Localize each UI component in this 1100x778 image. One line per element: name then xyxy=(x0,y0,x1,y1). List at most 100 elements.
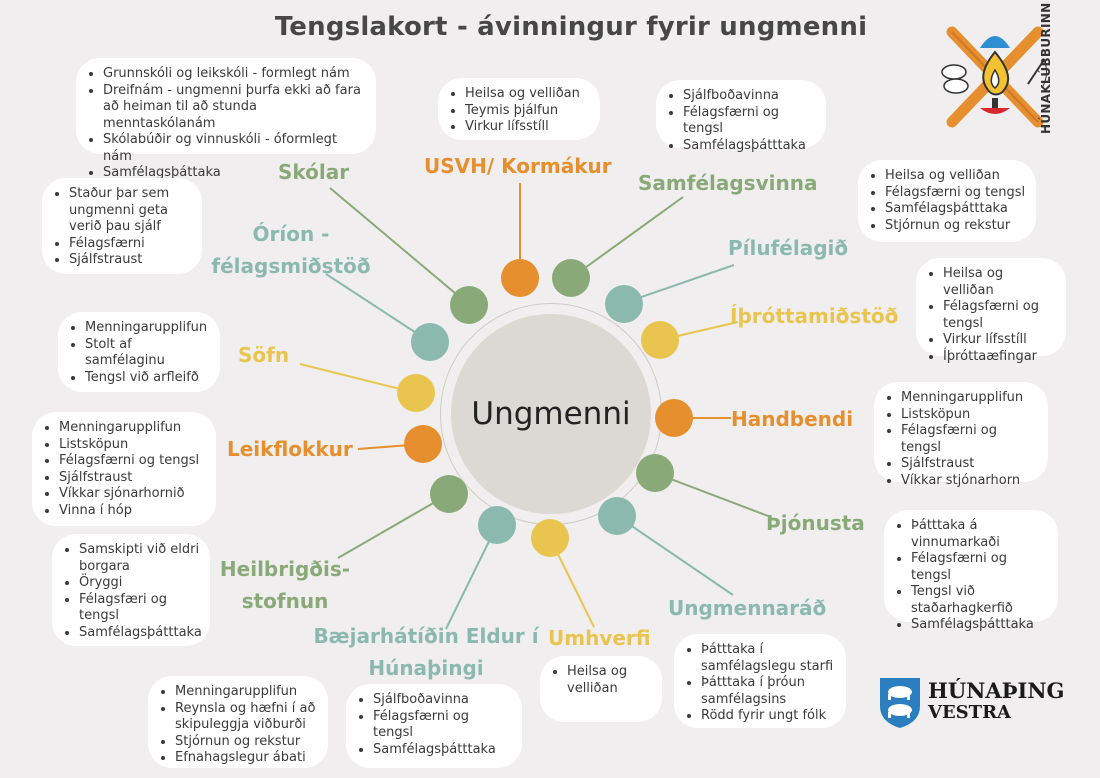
benefit-item: Rödd fyrir ungt fólk xyxy=(701,708,836,725)
benefit-item: Dreifnám - ungmenni þurfa ekki að fara a… xyxy=(103,83,366,133)
club-logo xyxy=(941,26,1048,128)
benefit-item: Félagsfærni og tengsl xyxy=(943,299,1056,332)
node-dot-leikflokkur xyxy=(404,425,442,463)
node-dot-skolar xyxy=(450,286,488,324)
benefits-box-usvh: Heilsa og velliðan Teymis þjálfun Virkur… xyxy=(438,78,600,140)
benefit-item: Þátttaka í þróun samfélagsins xyxy=(701,675,836,708)
node-label-orion: Óríon - félagsmiðstöð xyxy=(211,222,371,278)
benefits-box-pilufelagid: Heilsa og velliðan Félagsfærni og tengsl… xyxy=(858,160,1036,242)
benefit-item: Samfélagsþátttaka xyxy=(885,201,1026,218)
node-dot-orion xyxy=(411,323,449,361)
municipality-name-line1: HÚNAÞING xyxy=(928,678,1065,703)
benefit-item: Virkur lífsstíll xyxy=(465,119,590,136)
benefit-item: Sjálfboðavinna xyxy=(373,692,512,709)
node-label-sofn: Söfn xyxy=(238,343,290,367)
node-label-thjonusta: Þjónusta xyxy=(766,511,865,535)
benefits-box-orion: Staður þar sem ungmenni geta verið þau s… xyxy=(42,178,202,274)
benefit-item: Samfélagsþátttaka xyxy=(79,625,202,642)
node-dot-samfelagsvinna xyxy=(552,259,590,297)
benefit-item: Listsköpun xyxy=(901,407,1038,424)
benefit-item: Stolt af samfélaginu xyxy=(85,337,210,370)
benefit-item: Tengsl við staðarhagkerfið xyxy=(911,584,1048,617)
node-label-heilbrigdisstofnun: Heilbrigðis-stofnun xyxy=(219,557,351,613)
node-dot-baejarhatidin xyxy=(478,506,516,544)
node-dot-usvh xyxy=(501,259,539,297)
benefit-item: Þátttaka á vinnumarkaði xyxy=(911,518,1048,551)
benefit-item: Stjórnun og rekstur xyxy=(885,218,1026,235)
benefit-item: Skólabúðir og vinnuskóli - óformlegt nám xyxy=(103,132,366,165)
connector-skolar xyxy=(329,187,469,305)
benefit-item: Menningarupplifun xyxy=(175,684,318,701)
node-label-umhverfi: Umhverfi xyxy=(548,626,651,650)
benefit-item: Félagsfærni og tengsl xyxy=(885,185,1026,202)
connector-pilufelagid xyxy=(623,264,735,304)
benefit-item: Heilsa og velliðan xyxy=(567,664,652,697)
node-dot-handbendi xyxy=(655,399,693,437)
benefits-box-samfelagsvinna: Sjálfboðavinna Félagsfærni og tengsl Sam… xyxy=(656,80,826,153)
benefits-box-leikflokkur: Samskipti við eldri borgara Öryggi Félag… xyxy=(52,534,210,646)
benefits-box-handbendi: Menningarupplifun Listsköpun Félagsfærni… xyxy=(874,382,1048,488)
benefit-item: Sjálfstraust xyxy=(901,456,1038,473)
connector-heilbrigdisstofnun xyxy=(337,493,450,559)
connector-samfelagsvinna xyxy=(570,196,684,279)
benefit-item: Heilsa og velliðan xyxy=(465,86,590,103)
benefit-item: Efnahagslegur ábati xyxy=(175,750,318,767)
connector-thjonusta xyxy=(654,472,769,517)
node-label-skolar: Skólar xyxy=(278,160,350,184)
benefit-item: Sjálfboðavinna xyxy=(683,88,816,105)
benefit-item: Íþróttaæfingar xyxy=(943,349,1056,366)
center-ring: Ungmenni xyxy=(440,303,662,525)
municipality-shield-icon xyxy=(880,678,920,728)
node-label-leikflokkur: Leikflokkur xyxy=(227,437,353,461)
benefit-item: Virkur lífsstíll xyxy=(943,332,1056,349)
benefit-item: Teymis þjálfun xyxy=(465,103,590,120)
node-dot-umhverfi xyxy=(531,519,569,557)
benefit-item: Félagsfærni xyxy=(69,236,192,253)
club-logo-text: HÚNAKLÚBBURINN xyxy=(1039,2,1053,134)
benefit-item: Félagsfæri og tengsl xyxy=(79,592,200,625)
node-label-ungmennarad: Ungmennaráð xyxy=(668,596,827,620)
node-label-samfelagsvinna: Samfélagsvinna xyxy=(638,171,818,195)
benefits-box-thjonusta: Þátttaka á vinnumarkaði Félagsfærni og t… xyxy=(884,510,1058,632)
connector-ungmennarad xyxy=(616,515,734,596)
benefit-item: Tengsl við arfleifð xyxy=(85,370,210,387)
benefit-item: Félagsfærni og tengsl xyxy=(911,551,1048,584)
node-dot-thjonusta xyxy=(636,454,674,492)
benefit-item: Sjálfstraust xyxy=(59,470,206,487)
benefits-box-umhverfi: Heilsa og velliðan xyxy=(540,656,662,722)
benefit-item: Sjálfstraust xyxy=(69,252,192,269)
municipality-name-line2: VESTRA xyxy=(928,702,1012,723)
benefit-item: Félagsfærni og tengsl xyxy=(59,453,206,470)
benefit-item: Menningarupplifun xyxy=(59,420,206,437)
benefit-item: Menningarupplifun xyxy=(85,320,210,337)
connector-sofn xyxy=(299,363,417,394)
node-dot-ungmennarad xyxy=(598,497,636,535)
benefits-box-skolar: Grunnskóli og leikskóli - formlegt nám D… xyxy=(76,58,376,180)
benefit-item: Samfélagsþáttaka xyxy=(103,165,366,182)
benefit-item: Samskipti við eldri borgara xyxy=(79,542,200,575)
benefits-box-ithrottamidstod: Heilsa og velliðan Félagsfærni og tengsl… xyxy=(916,258,1066,364)
node-label-pilufelagid: Pílufélagið xyxy=(728,236,849,260)
benefit-item: Staður þar sem ungmenni geta verið þau s… xyxy=(69,186,192,236)
node-dot-heilbrigdisstofnun xyxy=(430,475,468,513)
benefit-item: Stjórnun og rekstur xyxy=(175,734,318,751)
benefit-item: Grunnskóli og leikskóli - formlegt nám xyxy=(103,66,366,83)
benefit-item: Öryggi xyxy=(79,575,200,592)
municipality-logo: HÚNAÞING VESTRA xyxy=(878,676,1078,732)
node-dot-pilufelagid xyxy=(605,285,643,323)
benefit-item: Heilsa og velliðan xyxy=(943,266,1056,299)
node-dot-ithrottamidstod xyxy=(641,321,679,359)
benefit-item: Þátttaka í samfélagslegu starfi xyxy=(701,642,836,675)
benefit-item: Félagsfærni og tengsl xyxy=(683,105,816,138)
center-node: Ungmenni xyxy=(451,314,651,514)
benefit-item: Samfélagsþátttaka xyxy=(911,617,1048,634)
node-dot-sofn xyxy=(397,374,435,412)
benefits-box-ungmennarad: Þátttaka í samfélagslegu starfi Þátttaka… xyxy=(674,634,846,728)
benefits-box-baejarhatidin: Sjálfboðavinna Félagsfærni og tengsl Sam… xyxy=(346,684,522,768)
node-label-usvh: USVH/ Kormákur xyxy=(424,154,612,178)
benefit-item: Samfélagsþátttaka xyxy=(683,138,816,155)
benefit-item: Vinna í hóp xyxy=(59,503,206,520)
benefit-item: Víkkar stjónarhorn xyxy=(901,473,1038,490)
benefits-box-heilbrigdisstofnun: Menningarupplifun Reynsla og hæfni í að … xyxy=(148,676,328,768)
